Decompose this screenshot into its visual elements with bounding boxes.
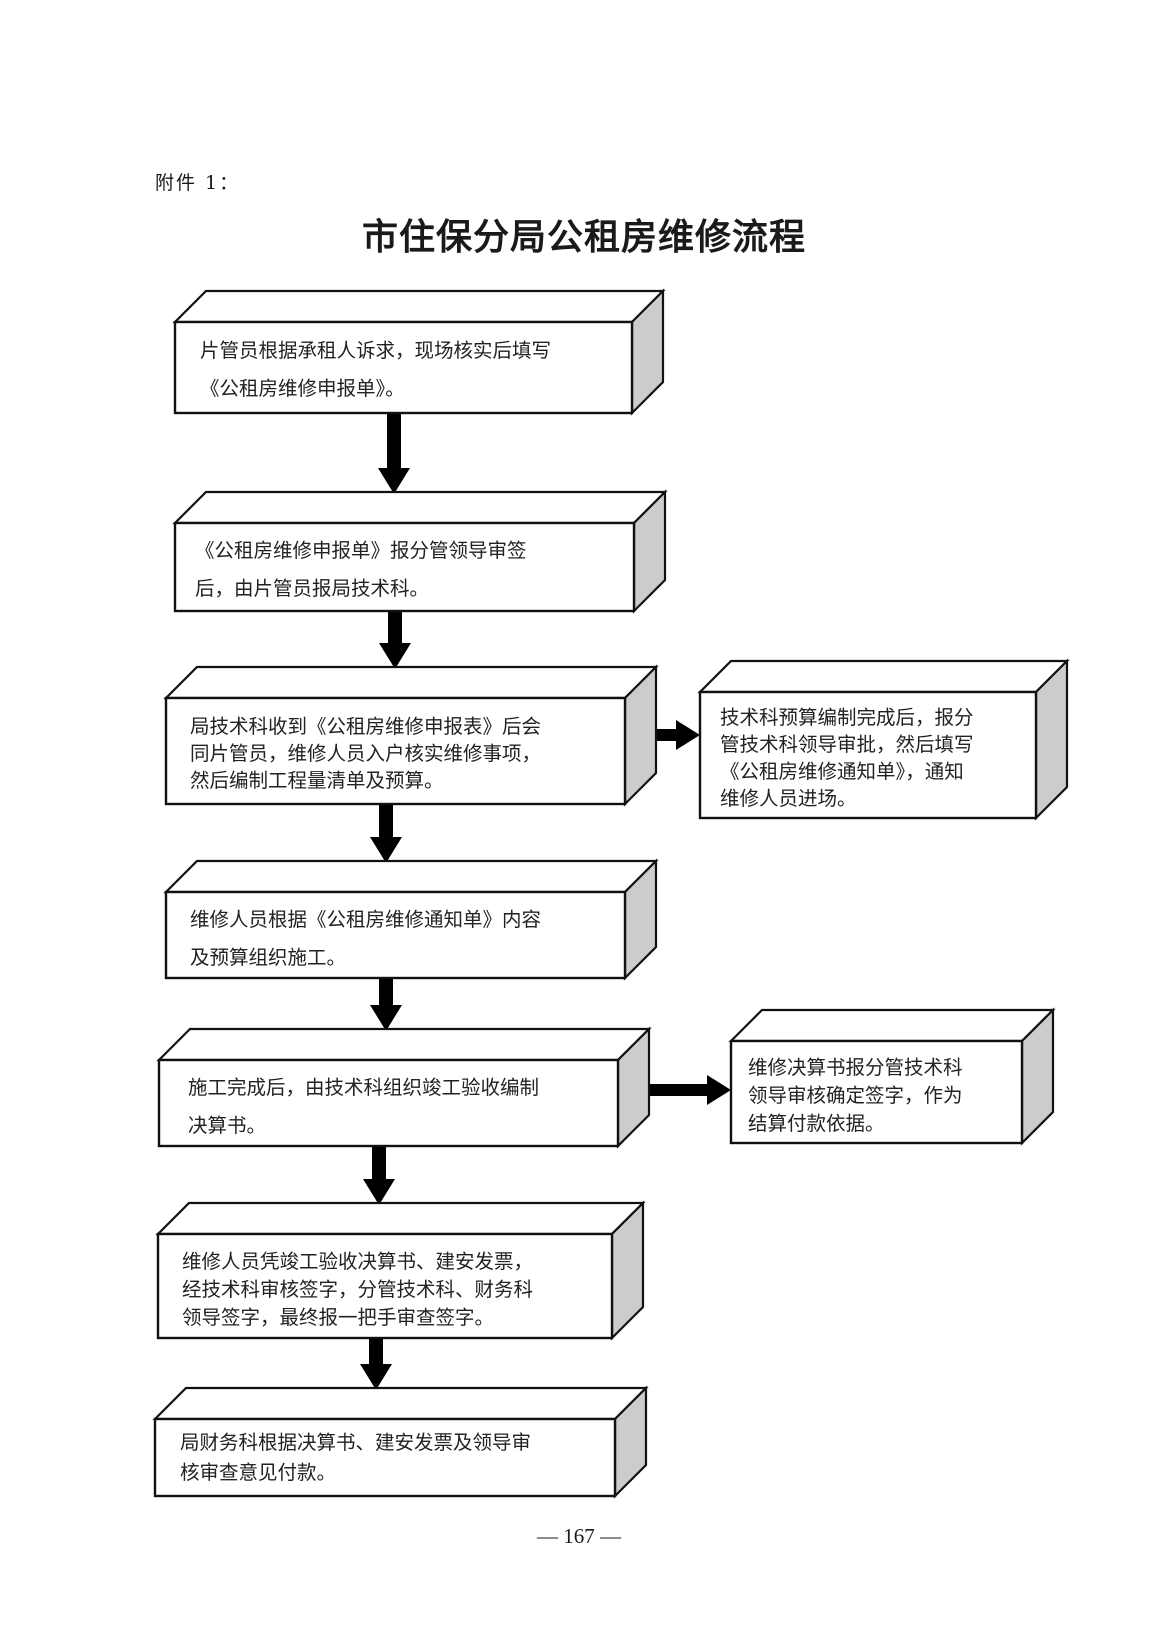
box-top-face <box>163 859 659 894</box>
flow-arrows <box>360 413 731 1390</box>
box-top-face <box>163 665 659 700</box>
step-text-line: 片管员根据承租人诉求，现场核实后填写 <box>200 339 551 362</box>
flow-step-step3b: 技术科预算编制完成后，报分管技术科领导审批，然后填写《公租房维修通知单》，通知维… <box>697 658 1070 821</box>
step-text-line: 施工完成后，由技术科组织竣工验收编制 <box>188 1076 539 1099</box>
flow-arrow-step1-to-step2 <box>378 413 410 494</box>
flow-step-step1: 片管员根据承租人诉求，现场核实后填写《公租房维修申报单》。 <box>172 288 666 416</box>
step-text-line: 局财务科根据决算书、建安发票及领导审 <box>180 1431 531 1454</box>
flow-arrow-step3-to-step4 <box>370 804 402 863</box>
step-text-line: 结算付款依据。 <box>748 1112 885 1135</box>
arrow-shaft <box>388 611 402 643</box>
flow-arrow-step6-to-step7 <box>360 1338 392 1390</box>
step-text-line: 维修决算书报分管技术科 <box>748 1056 963 1079</box>
step-text-line: 维修人员进场。 <box>720 787 857 810</box>
box-front-face <box>153 1417 617 1498</box>
box-top-face <box>697 659 1070 694</box>
arrow-down-icon <box>363 1179 395 1205</box>
arrow-shaft <box>387 413 401 468</box>
step-text-line: 管技术科领导审批，然后填写 <box>720 733 974 756</box>
step-text-line: 及预算组织施工。 <box>190 946 346 969</box>
arrow-down-icon <box>378 468 410 494</box>
step-text-line: 维修人员根据《公租房维修通知单》内容 <box>190 908 541 931</box>
arrow-right-icon <box>676 720 700 750</box>
step-text-line: 同片管员，维修人员入户核实维修事项， <box>190 742 541 765</box>
step-text-line: 《公租房维修通知单》，通知 <box>720 760 964 783</box>
box-front-face <box>698 690 1038 820</box>
flow-arrow-step2-to-step3 <box>379 611 411 669</box>
arrow-shaft <box>379 978 393 1005</box>
step-text-line: 决算书。 <box>188 1114 266 1137</box>
step-text-line: 技术科预算编制完成后，报分 <box>720 706 974 729</box>
arrow-down-icon <box>360 1364 392 1390</box>
arrow-shaft <box>369 1338 383 1364</box>
flow-arrow-step5-to-step6 <box>363 1146 395 1205</box>
box-front-face <box>729 1039 1024 1145</box>
box-front-face <box>173 320 634 415</box>
step-text-line: 然后编制工程量清单及预算。 <box>190 769 444 792</box>
step-text-line: 领导签字，最终报一把手审查签字。 <box>182 1306 494 1329</box>
box-top-face <box>728 1008 1056 1043</box>
arrow-shaft <box>652 729 676 741</box>
flow-arrow-step5-to-step5b <box>645 1075 731 1105</box>
page-title: 市住保分局公租房维修流程 <box>361 216 806 258</box>
arrow-shaft <box>645 1084 707 1096</box>
box-top-face <box>172 490 668 525</box>
box-top-face <box>156 1027 652 1062</box>
arrow-down-icon <box>370 1005 402 1031</box>
step-text-line: 《公租房维修申报单》报分管领导审签 <box>195 539 527 562</box>
box-front-face <box>173 521 636 613</box>
arrow-down-icon <box>379 643 411 669</box>
box-front-face <box>164 696 627 806</box>
box-front-face <box>164 890 627 980</box>
step-text-line: 《公租房维修申报单》。 <box>200 377 405 400</box>
step-text-line: 后，由片管员报局技术科。 <box>195 577 429 600</box>
arrow-right-icon <box>707 1075 731 1105</box>
box-front-face <box>157 1058 620 1148</box>
box-top-face <box>152 1386 649 1421</box>
step-text-line: 维修人员凭竣工验收决算书、建安发票， <box>182 1250 533 1273</box>
box-top-face <box>172 289 666 324</box>
box-front-face <box>156 1232 614 1340</box>
arrow-shaft <box>379 804 393 837</box>
attachment-label: 附件 1： <box>155 172 241 194</box>
page-number: — 167 — <box>537 1524 621 1548</box>
arrow-shaft <box>372 1146 386 1179</box>
arrow-down-icon <box>370 837 402 863</box>
step-text-line: 核审查意见付款。 <box>180 1461 336 1484</box>
step-text-line: 领导审核确定签字，作为 <box>748 1084 963 1107</box>
flow-arrow-step4-to-step5 <box>370 978 402 1031</box>
step-text-line: 经技术科审核签字，分管技术科、财务科 <box>182 1278 533 1301</box>
flow-step-step6: 维修人员凭竣工验收决算书、建安发票， 经技术科审核签字，分管技术科、财务科领导签字… <box>155 1200 646 1341</box>
flow-arrow-step3-to-step3b <box>652 720 700 750</box>
step-text-line: 局技术科收到《公租房维修申报表》后会 <box>190 715 541 738</box>
box-top-face <box>155 1201 646 1236</box>
